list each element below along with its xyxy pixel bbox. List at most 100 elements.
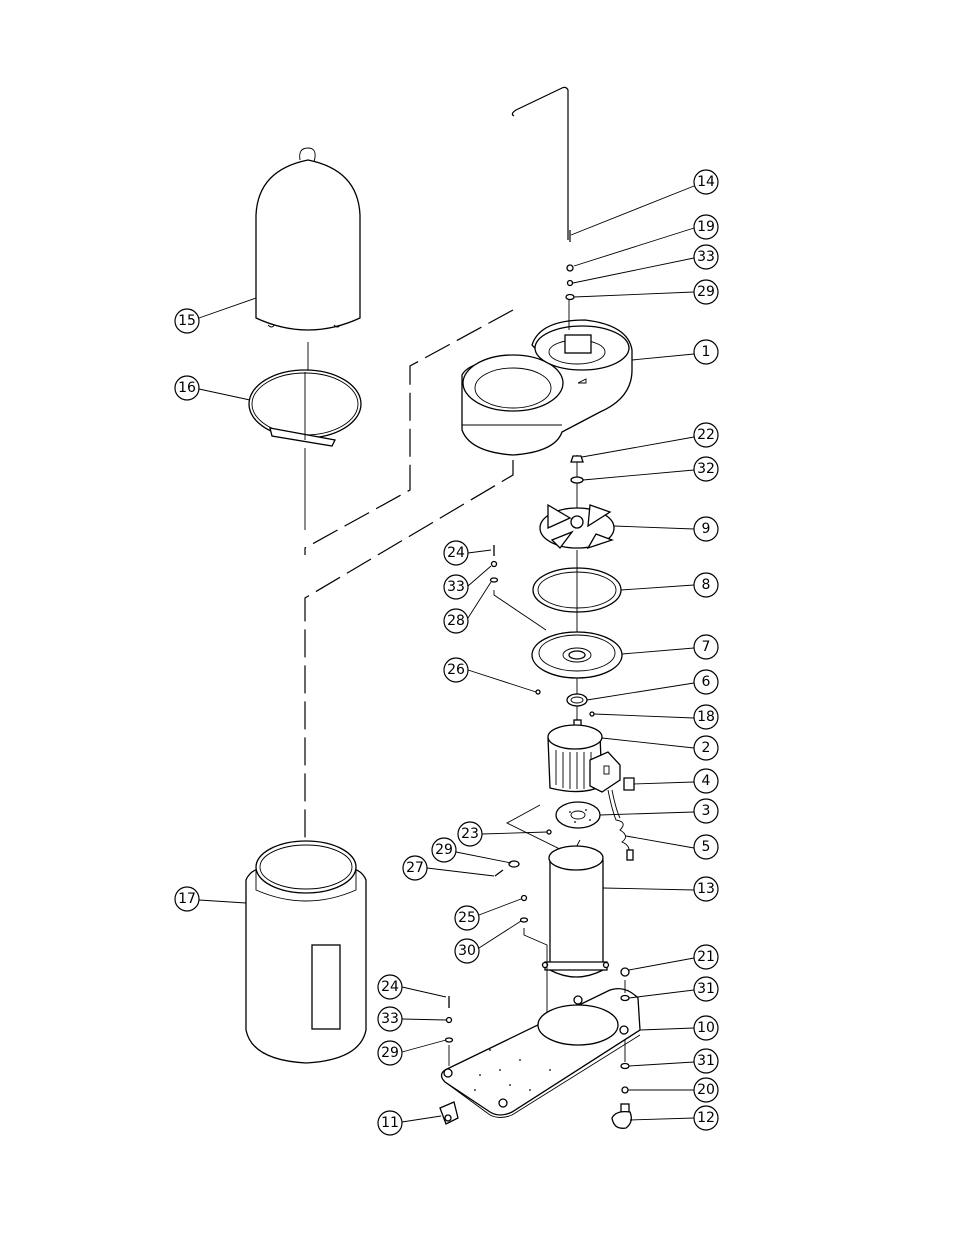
svg-text:16: 16 (178, 380, 196, 396)
callout-2: 2 (693, 735, 719, 761)
svg-text:22: 22 (697, 427, 715, 443)
callout-7: 7 (693, 634, 719, 660)
callout-29-bottom: 29 (377, 1040, 403, 1066)
callout-13: 13 (693, 876, 719, 902)
svg-text:33: 33 (447, 579, 465, 595)
callout-15: 15 (174, 308, 200, 334)
svg-text:4: 4 (702, 773, 711, 789)
callout-1: 1 (693, 339, 719, 365)
svg-text:31: 31 (697, 981, 715, 997)
callout-32: 32 (693, 456, 719, 482)
base-hardware-left (444, 996, 454, 1066)
plate-hardware (489, 545, 547, 695)
base-plate (440, 987, 641, 1118)
callout-20: 20 (693, 1077, 719, 1103)
filter-bag (255, 147, 361, 372)
svg-text:6: 6 (702, 674, 711, 690)
svg-text:30: 30 (458, 943, 476, 959)
callout-25: 25 (454, 905, 480, 931)
collection-bag (245, 840, 367, 1064)
svg-text:15: 15 (178, 313, 196, 329)
callout-8: 8 (693, 572, 719, 598)
blower-housing (461, 297, 633, 456)
svg-text:33: 33 (381, 1011, 399, 1027)
callout-19: 19 (693, 214, 719, 240)
callout-bubbles: 1 2 3 4 5 6 7 8 9 10 11 12 13 14 15 16 1… (174, 169, 719, 1136)
callout-11: 11 (377, 1110, 403, 1136)
svg-text:26: 26 (447, 662, 465, 678)
svg-text:31: 31 (697, 1053, 715, 1069)
callout-6: 6 (693, 669, 719, 695)
callout-17: 17 (174, 886, 200, 912)
callout-31-bottom: 31 (693, 1048, 719, 1074)
motor-plate (531, 631, 623, 720)
callout-3: 3 (693, 798, 719, 824)
bag-support-rod (511, 86, 575, 301)
motor (547, 718, 635, 793)
svg-text:2: 2 (702, 740, 711, 756)
svg-text:21: 21 (697, 949, 715, 965)
shaft-seal (566, 693, 595, 717)
stand-column (541, 845, 610, 978)
callout-33-top: 33 (693, 244, 719, 270)
callout-4: 4 (693, 768, 719, 794)
assembly-guide-lines (304, 309, 514, 845)
impeller-assembly (539, 455, 615, 550)
svg-text:7: 7 (702, 639, 711, 655)
callout-28: 28 (443, 608, 469, 634)
callout-29-top: 29 (693, 279, 719, 305)
callout-18: 18 (693, 704, 719, 730)
callout-29-mid: 29 (431, 837, 457, 863)
svg-text:13: 13 (697, 881, 715, 897)
svg-text:20: 20 (697, 1082, 715, 1098)
callout-33-mid: 33 (443, 574, 469, 600)
column-hardware (494, 860, 548, 1030)
svg-text:25: 25 (458, 910, 476, 926)
svg-text:1: 1 (702, 344, 711, 360)
svg-text:10: 10 (697, 1020, 715, 1036)
callout-10: 10 (693, 1015, 719, 1041)
callout-33-bottom: 33 (377, 1006, 403, 1032)
svg-text:27: 27 (406, 860, 424, 876)
callout-9: 9 (693, 516, 719, 542)
housing-gasket (532, 550, 622, 636)
svg-text:24: 24 (447, 545, 465, 561)
callout-27: 27 (402, 855, 428, 881)
svg-text:5: 5 (702, 839, 711, 855)
base-hardware-right (611, 967, 632, 1129)
svg-text:11: 11 (381, 1115, 399, 1131)
svg-text:14: 14 (697, 174, 715, 190)
callout-16: 16 (174, 375, 200, 401)
svg-text:32: 32 (697, 461, 715, 477)
callout-14: 14 (693, 169, 719, 195)
svg-text:18: 18 (697, 709, 715, 725)
svg-text:23: 23 (461, 826, 479, 842)
bag-clamp (248, 369, 362, 530)
svg-text:17: 17 (178, 891, 196, 907)
callout-23: 23 (457, 821, 483, 847)
callout-21: 21 (693, 944, 719, 970)
svg-text:9: 9 (702, 521, 711, 537)
callout-31-top: 31 (693, 976, 719, 1002)
svg-text:3: 3 (702, 803, 711, 819)
swivel-caster (439, 1101, 459, 1125)
svg-text:28: 28 (447, 613, 465, 629)
svg-text:29: 29 (381, 1045, 399, 1061)
svg-text:8: 8 (702, 577, 711, 593)
callout-5: 5 (693, 834, 719, 860)
callout-26: 26 (443, 657, 469, 683)
leader-lines (198, 185, 695, 1123)
callout-12: 12 (693, 1105, 719, 1131)
power-cord (607, 789, 634, 861)
svg-text:29: 29 (697, 284, 715, 300)
svg-text:19: 19 (697, 219, 715, 235)
callout-24-bottom: 24 (377, 974, 403, 1000)
svg-text:24: 24 (381, 979, 399, 995)
callout-30: 30 (454, 938, 480, 964)
svg-text:29: 29 (435, 842, 453, 858)
callout-24-top: 24 (443, 540, 469, 566)
svg-text:12: 12 (697, 1110, 715, 1126)
callout-22: 22 (693, 422, 719, 448)
